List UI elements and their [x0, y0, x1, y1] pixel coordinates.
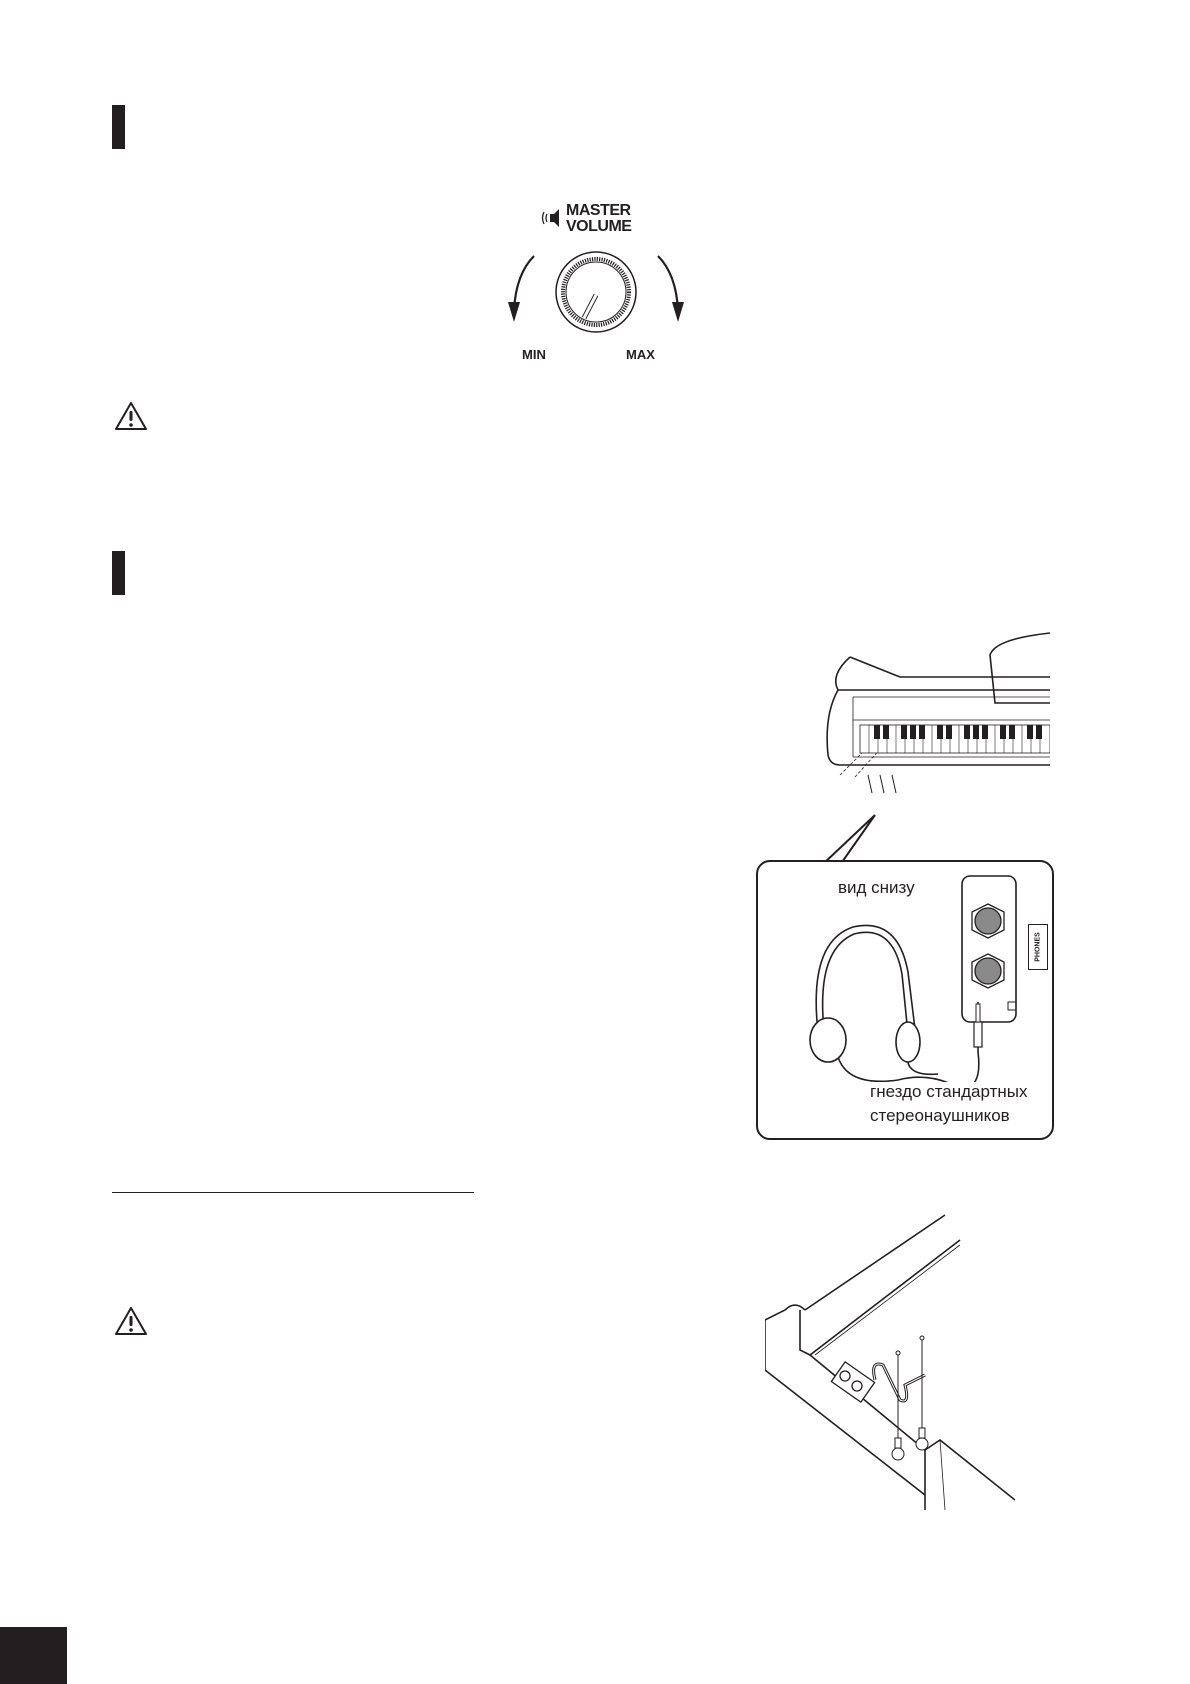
arrow-left-icon [508, 302, 520, 322]
arrow-right-icon [672, 302, 684, 322]
section-marker-headphones [112, 551, 125, 595]
caption-line-2: стереонаушников [870, 1106, 1010, 1125]
master-volume-title: MASTER VOLUME [566, 202, 632, 235]
page-number-tab [0, 1627, 67, 1684]
caption-line-1: гнездо стандартных [870, 1082, 1028, 1101]
warning-triangle-icon [115, 402, 147, 430]
warning-triangle-icon [115, 1307, 147, 1335]
section-marker-volume [112, 105, 125, 149]
bottom-view-label: вид снизу [838, 878, 915, 897]
max-label: MAX [626, 347, 655, 362]
phones-text: PHONES [1034, 932, 1042, 962]
headphones-icon [809, 924, 983, 1082]
jack-caption: гнездо стандартных стереонаушников [870, 1080, 1027, 1128]
piano-illustration [821, 632, 1050, 865]
phones-jack-label: PHONES [1028, 924, 1048, 970]
phones-jack-panel [961, 875, 1017, 1023]
headphone-hanger-illustration [765, 1214, 1015, 1510]
speaker-icon [541, 209, 559, 227]
title-line-1: MASTER [566, 202, 631, 219]
master-volume-figure: MASTER VOLUME MIN MAX [508, 200, 688, 370]
min-label: MIN [522, 347, 546, 362]
volume-knob[interactable] [508, 240, 688, 345]
title-line-2: VOLUME [566, 218, 632, 235]
divider-line [112, 1192, 474, 1193]
headphone-jack-callout: вид снизу PHONES гнездо стандартных стер… [756, 860, 1054, 1140]
